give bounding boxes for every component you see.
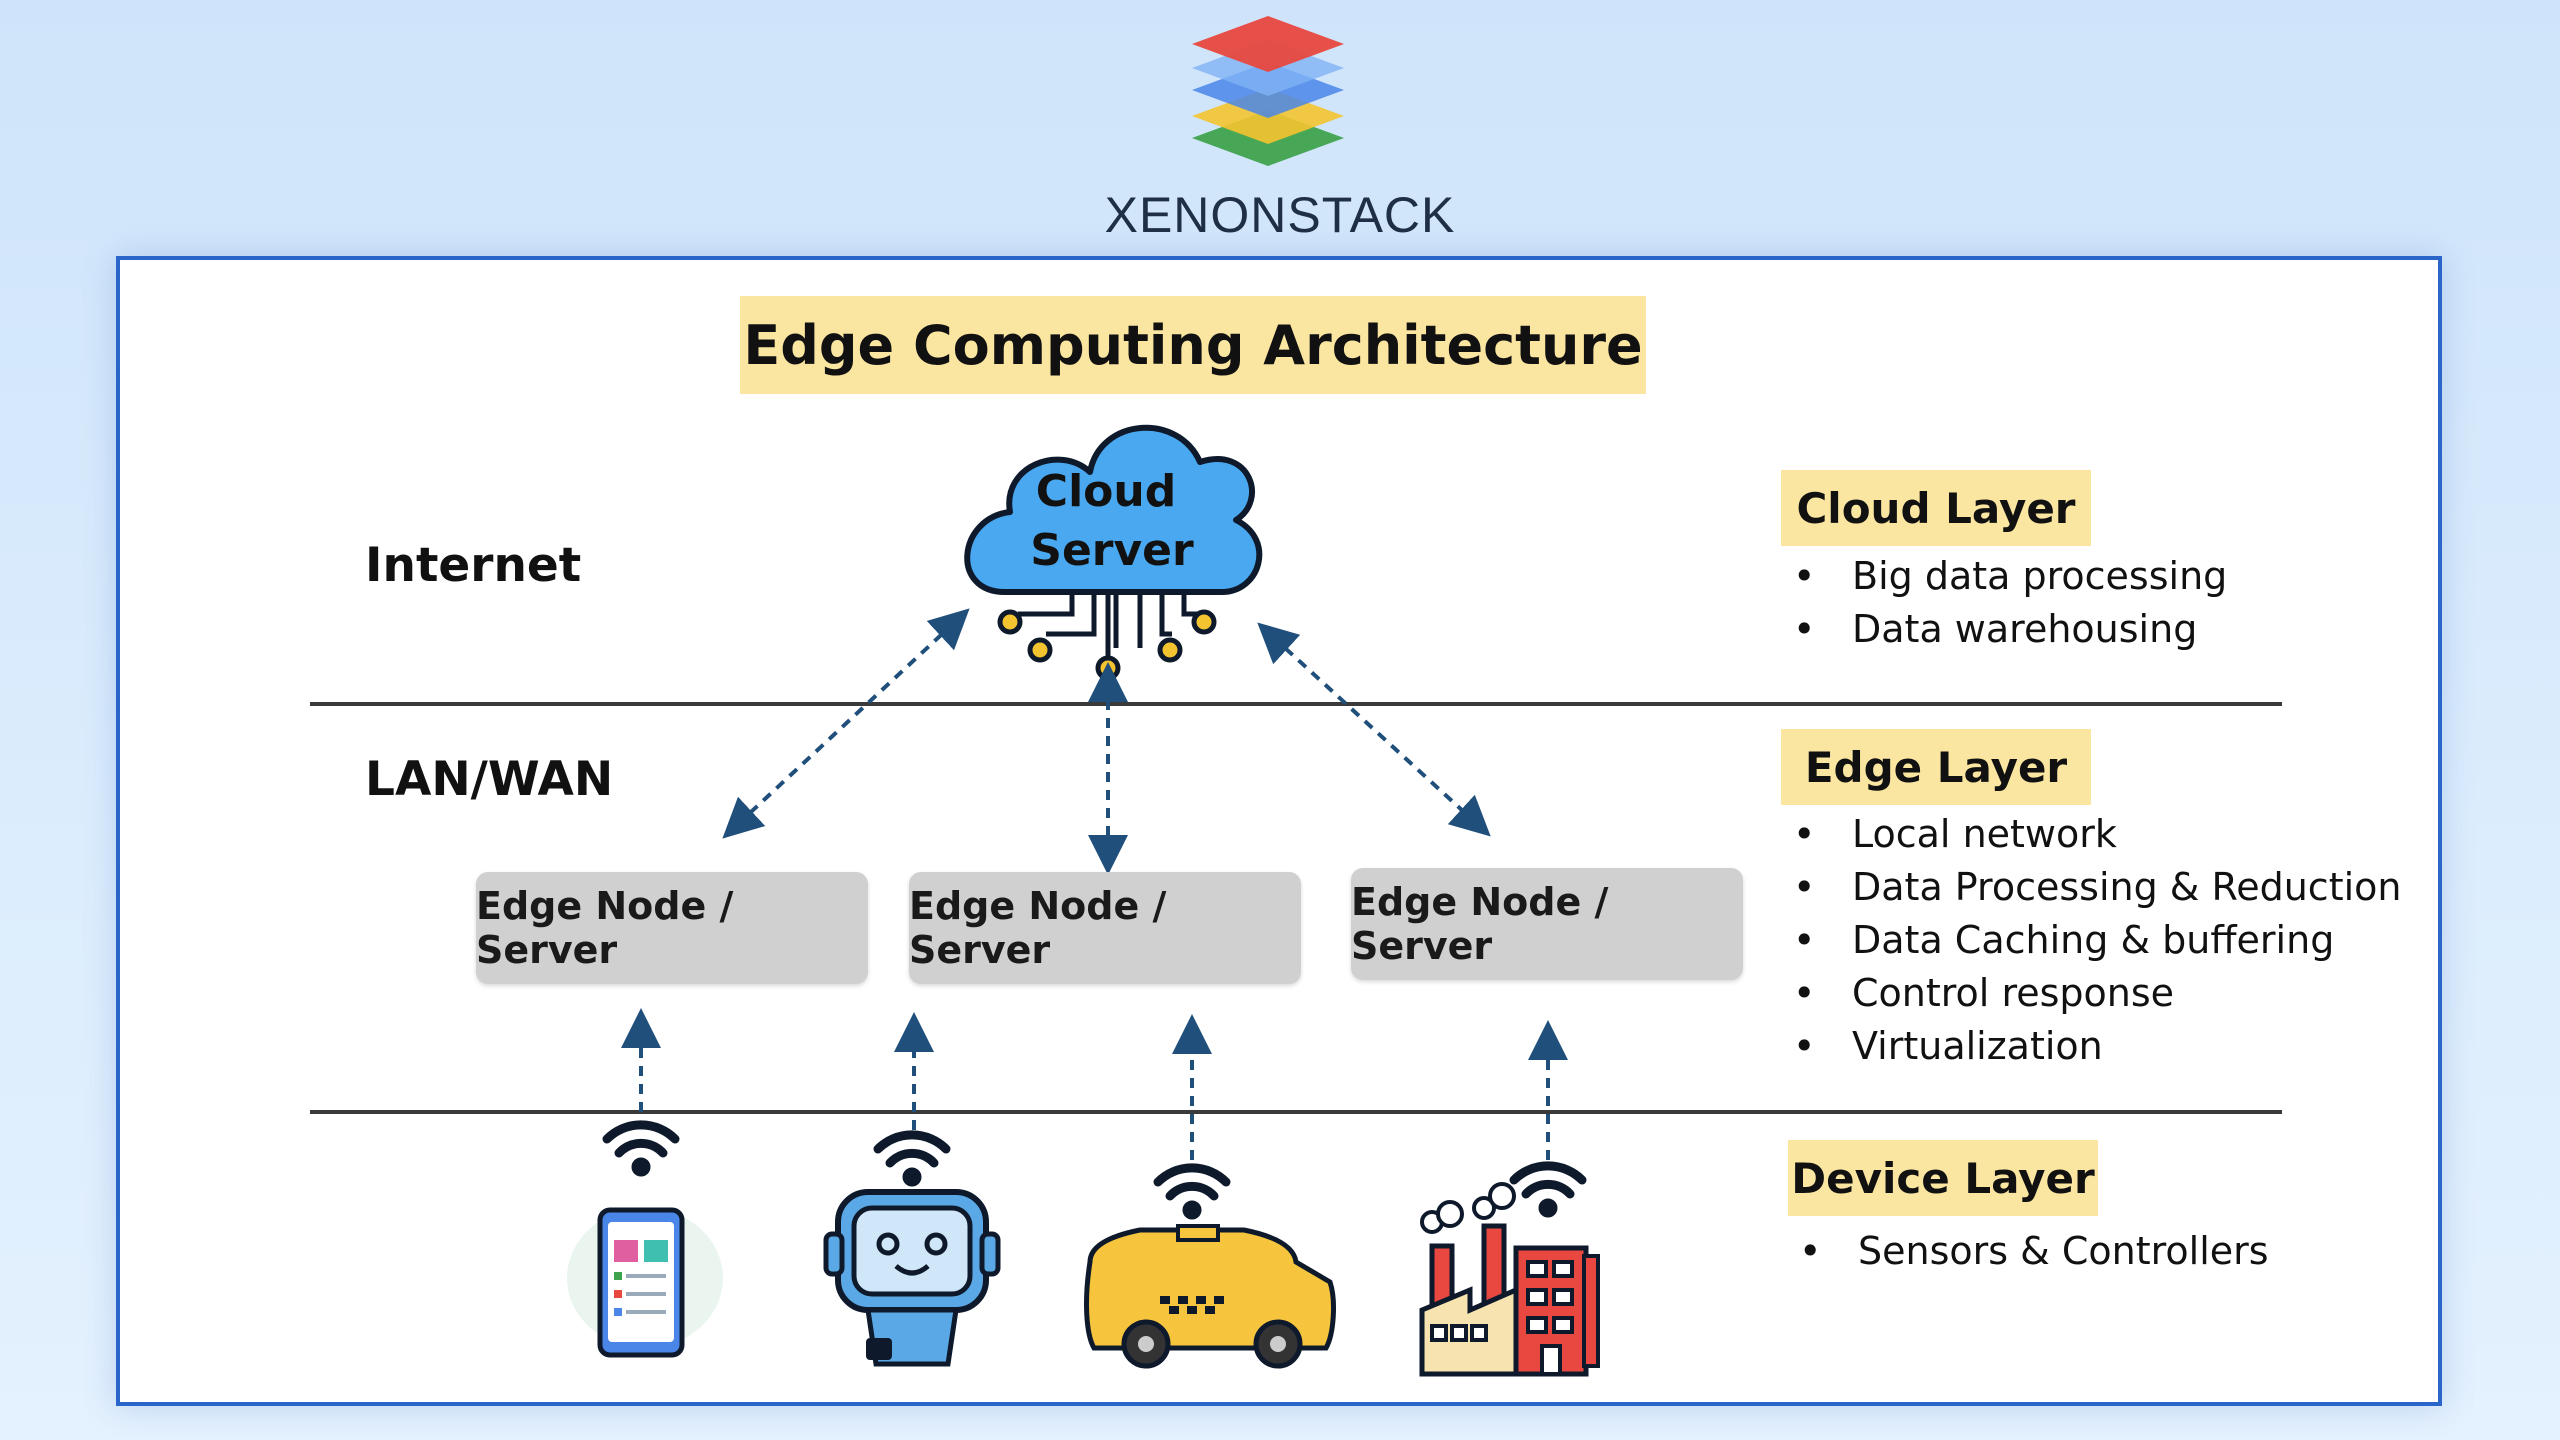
wifi-icon [873,1130,951,1187]
layer-divider-bottom [310,1110,2282,1114]
list-item: Local network [1779,808,2401,861]
stacked-layers-logo-icon [1192,16,1344,166]
cloud-circuit-icon: Cloud Server [964,424,1263,681]
cloud-layer-list: Big data processing Data warehousing [1779,550,2227,656]
cloud-layer-title: Cloud Layer [1781,470,2091,546]
factory-icon [1419,1182,1600,1377]
list-item: Data warehousing [1779,603,2227,656]
cloud-server-label-line1: Cloud [1036,466,1176,517]
list-item: Big data processing [1779,550,2227,603]
list-item: Data Processing & Reduction [1779,861,2401,914]
taxi-car-icon [1084,1224,1336,1369]
cloud-edge-arrows [722,608,1491,875]
zone-label-lan-wan: LAN/WAN [365,752,614,807]
device-edge-arrows [621,1008,1568,1160]
cloud-server-label-line2: Server [1030,525,1194,576]
edge-node-server: Edge Node / Server [909,872,1301,984]
smartphone-icon [567,1207,723,1358]
edge-layer-list: Local network Data Processing & Reductio… [1779,808,2401,1073]
wifi-icons [602,1120,1587,1220]
wifi-icon [1509,1161,1587,1218]
brand-header [1192,16,1344,166]
edge-node-server: Edge Node / Server [1351,868,1743,980]
wifi-icon [602,1120,680,1177]
zone-label-internet: Internet [365,538,582,593]
ai-robot-icon [823,1189,1001,1367]
list-item: Virtualization [1779,1020,2401,1073]
list-item: Control response [1779,967,2401,1020]
list-item: Data Caching & buffering [1779,914,2401,967]
wifi-icon [1153,1163,1231,1220]
edge-node-server: Edge Node / Server [476,872,868,984]
diagram-title: Edge Computing Architecture [740,296,1646,394]
brand-name: XENONSTACK [1104,187,1456,243]
edge-layer-title: Edge Layer [1781,729,2091,805]
device-layer-title: Device Layer [1788,1140,2098,1216]
list-item: Sensors & Controllers [1785,1225,2269,1278]
device-layer-list: Sensors & Controllers [1785,1225,2269,1278]
